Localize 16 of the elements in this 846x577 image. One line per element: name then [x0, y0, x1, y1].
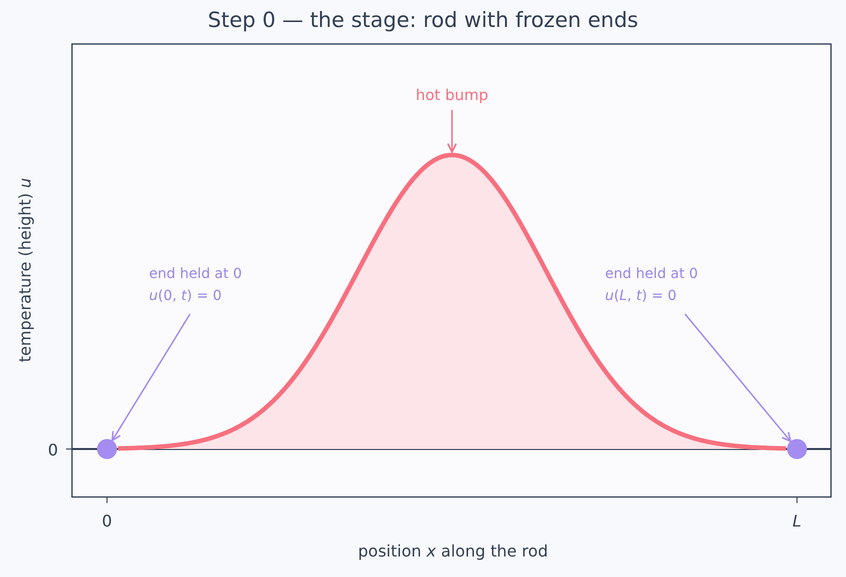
end-point-dot	[787, 439, 807, 459]
annotation-text: end held at 0	[149, 265, 243, 284]
annotation-text: end held at 0	[605, 265, 699, 284]
annotation-text: hot bump	[414, 85, 490, 106]
tick-label: 0	[102, 512, 112, 530]
annotation-text: u(L, t) = 0	[605, 287, 678, 306]
x-axis-title: position x along the rod	[358, 542, 548, 560]
leader-arrow	[447, 110, 457, 153]
end-point-dot	[97, 439, 117, 459]
chart-title: Step 0 — the stage: rod with frozen ends	[206, 8, 640, 32]
leader-arrow	[684, 314, 792, 442]
y-axis-title: temperature (height) u	[16, 178, 34, 362]
leader-arrow	[111, 314, 191, 442]
tick-label: 0	[48, 440, 58, 460]
tick-label: L	[792, 512, 802, 530]
annotation-text: u(0, t) = 0	[149, 287, 223, 306]
